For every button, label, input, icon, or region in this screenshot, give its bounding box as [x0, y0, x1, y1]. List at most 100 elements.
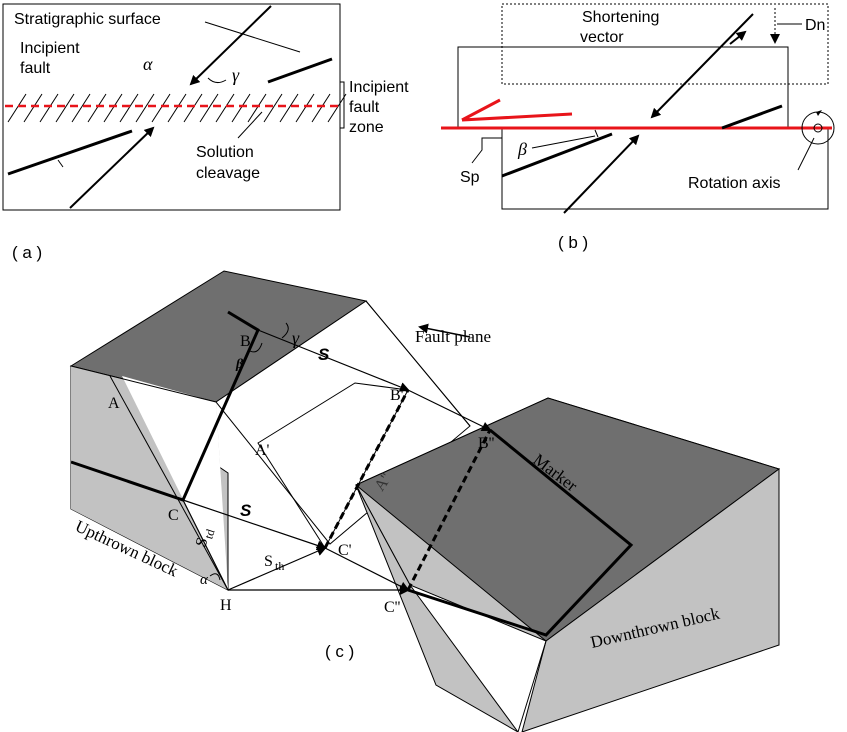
cleavage-line — [327, 93, 347, 123]
gamma-symbol: γ — [232, 65, 240, 85]
stratigraphic-surface-upper — [267, 57, 333, 84]
slip-half-arrow — [461, 98, 573, 122]
leader-stratigraphic — [204, 21, 301, 53]
cleavage-line — [215, 93, 235, 123]
dashed-displacement-1 — [323, 389, 410, 549]
shortening-vector-arrow — [729, 30, 747, 45]
point-c-double: C'' — [384, 599, 401, 616]
sp-label: Sp — [460, 169, 480, 186]
cleavage-line — [167, 93, 187, 123]
upthrown-cut-edge — [109, 375, 229, 591]
lower-block — [501, 128, 829, 210]
initial-block-outline — [501, 3, 829, 85]
s-td-sub: td — [201, 527, 217, 540]
point-b-prime: B' — [390, 387, 404, 404]
marker-downthrown — [407, 428, 634, 637]
downthrown-edge — [517, 640, 547, 732]
zone-bracket — [340, 81, 345, 129]
marker-lower — [501, 132, 613, 178]
s-vector-upper — [257, 329, 410, 392]
s-label-upper: S — [318, 345, 330, 364]
compression-arrow-upper — [189, 5, 272, 86]
leader-cleavage — [237, 111, 263, 139]
s-td-line — [182, 499, 229, 591]
cleavage-line — [7, 93, 27, 123]
s-vector-lower — [182, 499, 327, 551]
cleavage-line — [263, 93, 283, 123]
solution-cleavage-label-1: Solution — [196, 144, 254, 161]
s-th-sub: th — [275, 559, 284, 573]
point-a-prime: A' — [255, 442, 270, 459]
incipient-fault-label-2: fault — [20, 60, 51, 77]
cleavage-line — [23, 93, 43, 123]
cleavage-line — [311, 93, 331, 123]
gamma-symbol-c: γ — [292, 328, 300, 348]
alpha-symbol-c: α — [200, 572, 209, 588]
beta-symbol-b: β — [517, 139, 527, 159]
sp-leader — [471, 137, 502, 164]
cleavage-line — [199, 93, 219, 123]
shortening-arrow — [650, 13, 754, 119]
stratigraphic-surface-label: Stratigraphic surface — [14, 11, 161, 28]
cleavage-line — [295, 93, 315, 123]
incipient-fault-label-1: Incipient — [20, 40, 80, 57]
panel-c-label: ( c ) — [325, 642, 354, 661]
cleavage-line — [151, 93, 171, 123]
cleavage-line — [231, 93, 251, 123]
solution-cleavage-lines — [7, 93, 347, 123]
dn-label: Dn — [805, 17, 825, 34]
point-a: A — [108, 395, 120, 412]
marker-upthrown — [70, 310, 260, 502]
point-c-prime: C' — [338, 542, 352, 559]
panel-a-label: ( a ) — [12, 243, 42, 262]
s-th-vector — [227, 546, 327, 591]
incipient-fault-zone-label-2: fault — [349, 99, 380, 116]
fault-plane-edge — [365, 300, 471, 427]
rotation-axis-center — [813, 123, 823, 133]
rotation-arrow-tip — [816, 110, 822, 116]
s-label-lower: S — [240, 501, 252, 520]
cleavage-line — [183, 93, 203, 123]
dip-tick — [57, 159, 64, 168]
solution-cleavage-label-2: cleavage — [196, 165, 260, 182]
shortening-vector-label-2: vector — [580, 29, 624, 46]
point-c: C — [168, 507, 179, 524]
stratigraphic-surface-lower — [7, 129, 133, 176]
s-vector-upper-2 — [407, 389, 492, 431]
alpha-arc-c — [209, 573, 221, 581]
beta-tick — [594, 129, 599, 138]
shortening-vector-label-1: Shortening — [582, 9, 659, 26]
cleavage-line — [71, 93, 91, 123]
panel-a: Stratigraphic surface Incipient fault In… — [2, 3, 409, 262]
downthrown-front-face — [521, 468, 780, 732]
s-td-label: S td — [193, 527, 218, 549]
panel-b: Shortening vector Dn β Sp Rotation axis … — [441, 3, 835, 252]
beta-leader — [531, 135, 596, 149]
compression-arrow-lower — [69, 126, 155, 209]
dashed-displacement-2 — [406, 429, 492, 591]
gamma-arc — [207, 77, 227, 84]
downthrown-left-face — [355, 484, 519, 732]
cleavage-line — [119, 93, 139, 123]
s-vector-lower-2 — [324, 547, 410, 591]
cleavage-line — [135, 93, 155, 123]
cleavage-line — [87, 93, 107, 123]
cleavage-line — [55, 93, 75, 123]
rotation-axis-leader — [797, 137, 815, 171]
gamma-arc-c — [281, 322, 289, 339]
incipient-fault-zone-label-1: Incipient — [349, 79, 409, 96]
s-th-main: S — [264, 553, 273, 570]
marker-upper — [721, 104, 783, 130]
point-h: H — [220, 597, 232, 614]
fault-plane-label: Fault plane — [415, 327, 491, 346]
cleavage-line — [247, 93, 267, 123]
panel-b-label: ( b ) — [558, 233, 588, 252]
fault-plane-pointer — [418, 323, 471, 338]
panel-c: A B C H A' B' C' A'' B'' C'' S S S td S … — [69, 270, 781, 732]
panel-a-frame — [2, 3, 341, 211]
alpha-symbol: α — [143, 54, 153, 74]
beta-arc — [247, 342, 263, 353]
compression-arrow-lower-b — [563, 134, 640, 214]
point-a-double: A'' — [371, 470, 395, 494]
